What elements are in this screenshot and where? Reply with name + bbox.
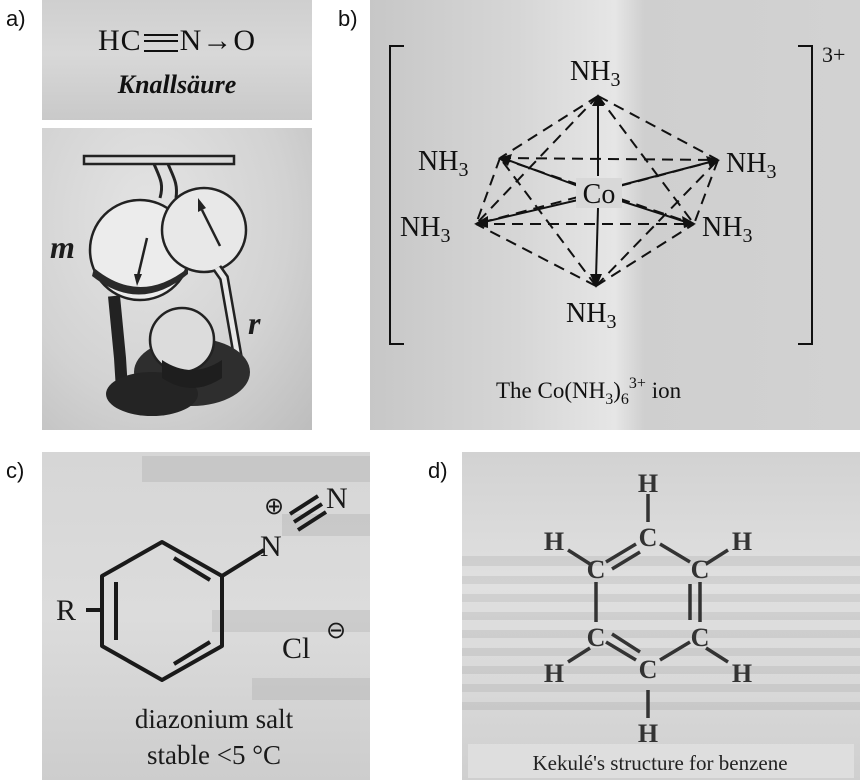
fulminic-acid-formula: HC N→O [42,24,312,58]
apparatus-drawing: m r [50,154,261,416]
panel-label-d: d) [428,458,448,483]
complex-caption: The Co(NH3)63+ ion [496,375,682,408]
atom-c-upper-left: C [587,555,606,584]
diazonium-caption-line1: diazonium salt [135,704,294,734]
ligand-upper-left: NH3 [418,146,468,181]
atom-h-upper-right: H [732,527,752,556]
atom-h-lower-left: H [544,659,564,688]
formula-arrow: → [202,24,234,57]
atom-h-lower-right: H [732,659,752,688]
center-atom: Co [583,179,616,210]
formula-n: N [179,24,203,57]
formula-hc: HC [97,24,142,57]
ligand-lower-right: NH3 [702,212,752,247]
diazonium-n2: N [326,482,348,515]
kekule-caption: Kekulé's structure for benzene [532,751,787,775]
panel-a-apparatus: m r [42,128,312,430]
chloride: Cl [282,632,310,665]
atom-c-bottom: C [639,655,658,684]
panel-d-kekule-benzene: H H H H H H C C C C C C Kekulé's structu… [462,452,860,780]
formula-o: O [233,24,257,57]
panel-label-c: c) [6,458,25,483]
triple-bond [143,34,178,53]
kekule-bonds [567,494,729,718]
cobalt-bonds [483,104,711,279]
fulminic-acid-name: Knallsäure [117,70,237,99]
kekule-structure: H H H H H H C C C C C C Kekulé's structu… [462,469,860,778]
octahedron-edges [475,95,719,287]
ligand-lower-left: NH3 [400,212,450,247]
benzene-ring [86,494,328,682]
ligand-top: NH3 [570,56,620,91]
bulb-right [160,186,248,274]
panel-a-formula: HC N→O Knallsäure [42,0,312,120]
diazonium-structure: R ⊕ N N Cl ⊖ diazonium salt stable <5 °C [56,456,370,770]
chloride-minus: ⊖ [326,618,346,644]
cobalt-octahedron: 3+ [389,42,845,408]
diazonium-caption-line2: stable <5 °C [147,740,281,770]
ligand-bottom: NH3 [566,298,616,333]
r-group: R [56,594,76,627]
ligand-upper-right: NH3 [726,148,776,183]
complex-charge: 3+ [822,42,845,67]
panel-label-b: b) [338,6,358,31]
label-m: m [50,229,75,265]
panel-label-a: a) [6,6,26,31]
atom-c-lower-right: C [691,623,710,652]
panel-b-cobalt-complex: 3+ [370,0,860,430]
label-r: r [248,305,261,341]
n-plus-charge: ⊕ [264,494,284,520]
atom-h-bottom: H [638,719,658,748]
diazonium-n1: N [260,530,282,563]
atom-c-top: C [639,523,658,552]
atom-c-lower-left: C [587,623,606,652]
atom-h-upper-left: H [544,527,564,556]
atom-h-top: H [638,469,658,498]
panel-c-diazonium: R ⊕ N N Cl ⊖ diazonium salt stable <5 °C [42,452,370,780]
atom-c-upper-right: C [691,555,710,584]
